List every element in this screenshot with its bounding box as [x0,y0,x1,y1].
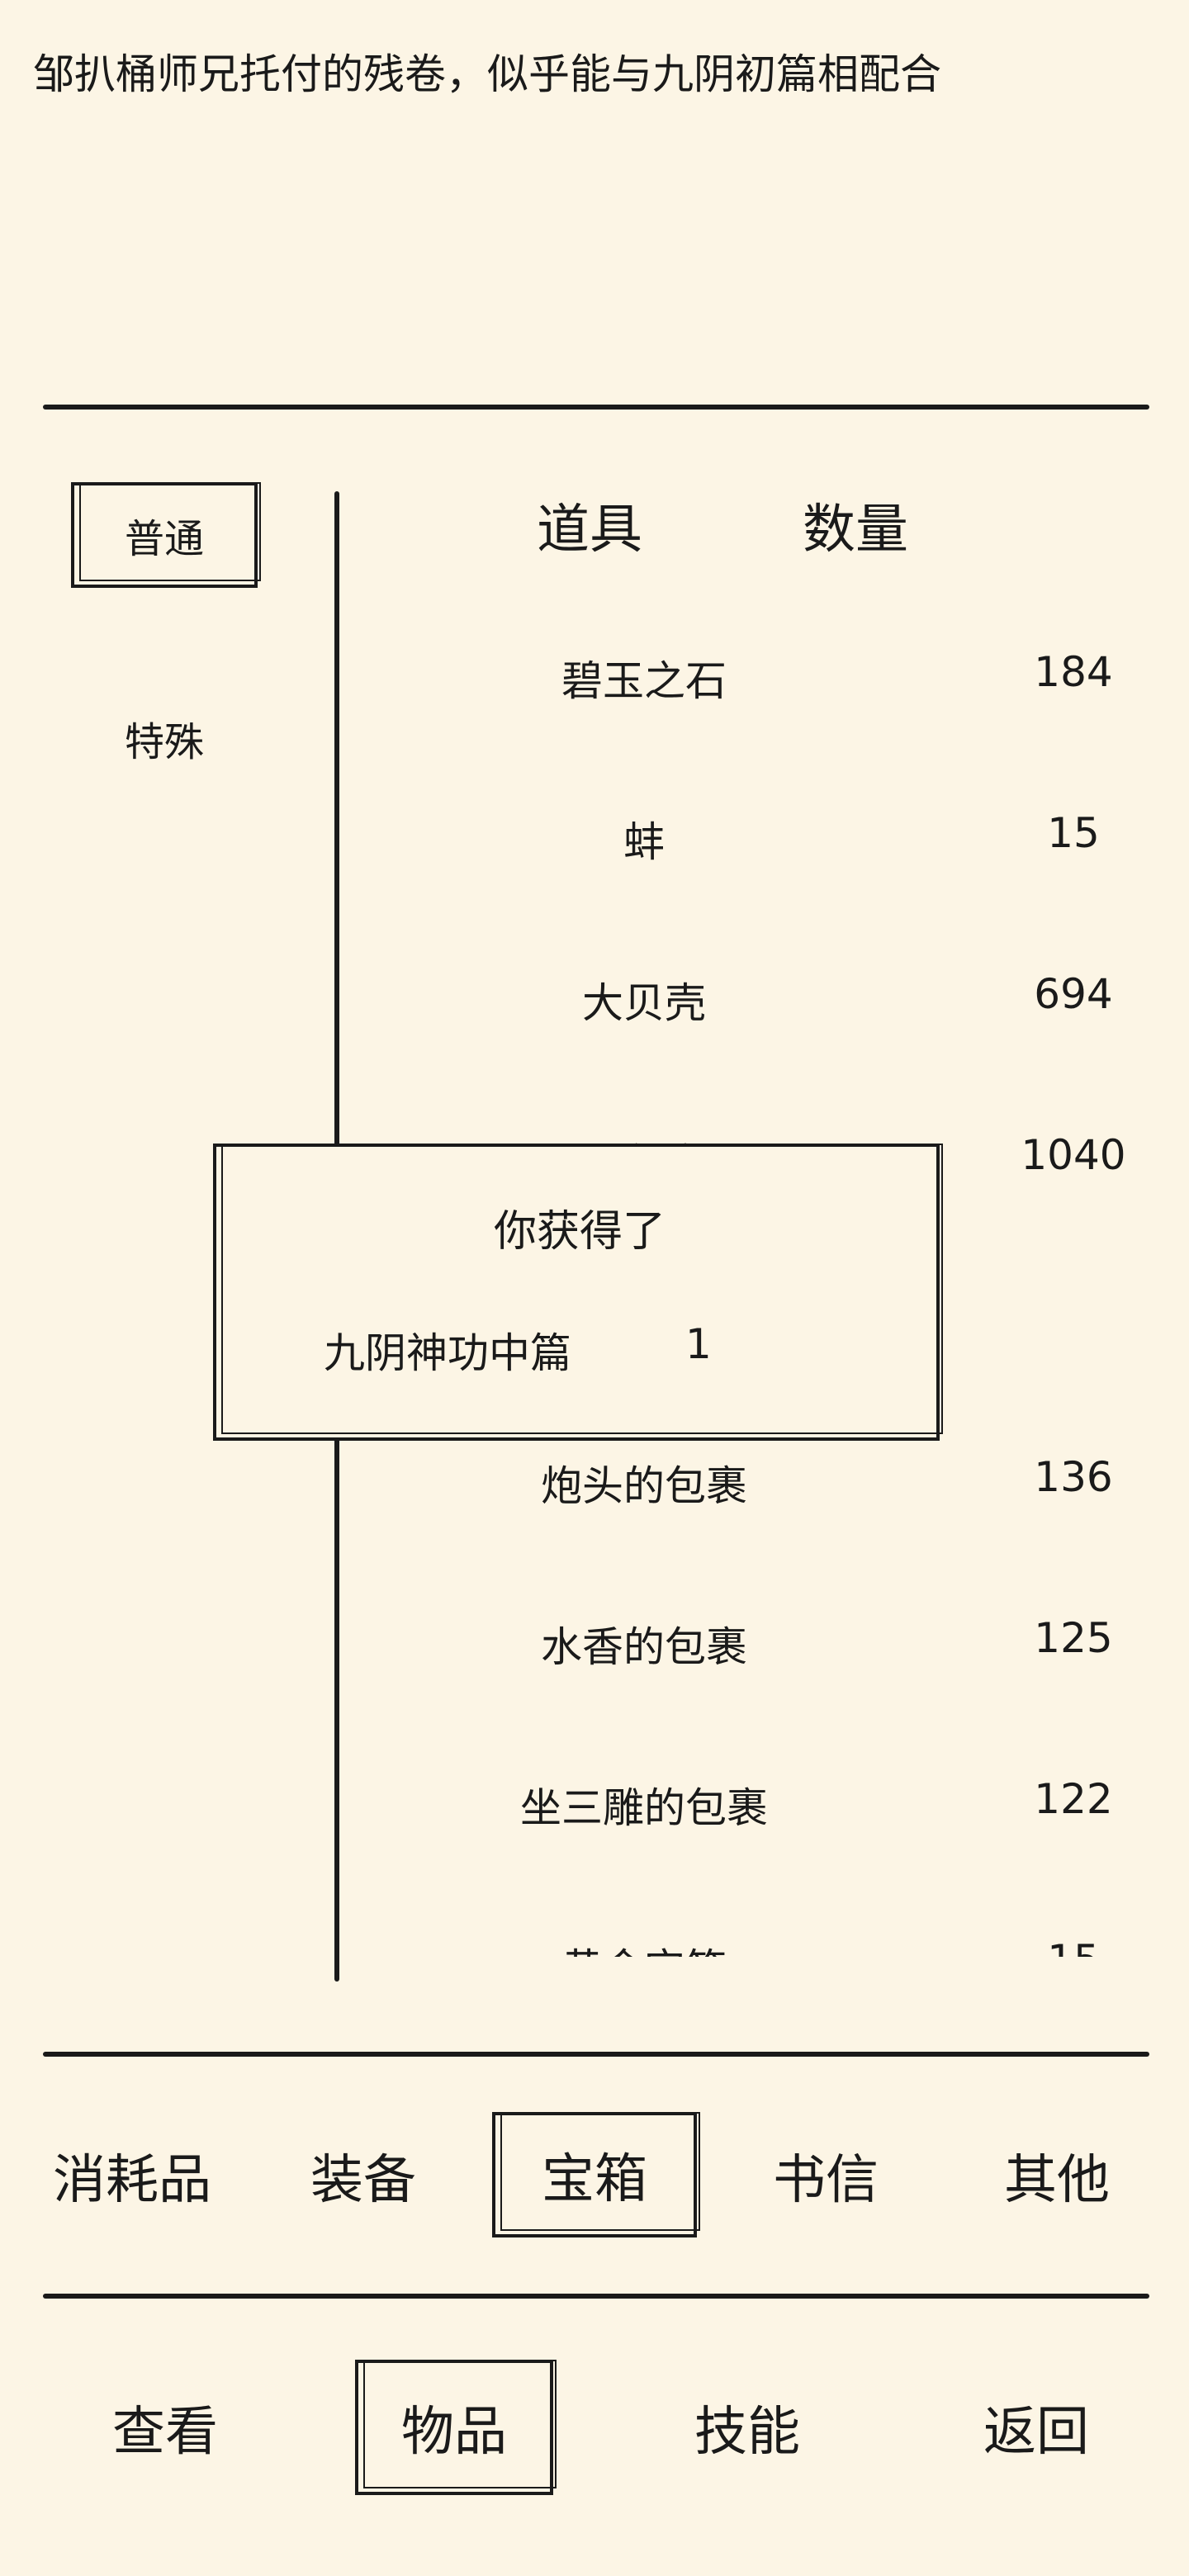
item-name: 蚌 [623,818,665,866]
list-item[interactable]: 水香的包裹 125 [347,1598,1189,1680]
nav-back-label: 返回 [983,2402,1089,2463]
item-name: 炮头的包裹 [541,1462,747,1510]
item-qty: 122 [1034,1775,1113,1823]
tab-consumables-label: 消耗品 [53,2150,211,2211]
tab-consumables[interactable]: 消耗品 [33,2114,231,2237]
subtab-normal-label: 普通 [124,516,204,562]
popup-title: 你获得了 [493,1207,666,1257]
item-qty: 1040 [1021,1131,1126,1179]
item-qty: 184 [1034,648,1113,696]
item-qty: 15 [1047,809,1100,857]
tab-letters-label: 书信 [773,2150,879,2211]
tab-others-label: 其他 [1004,2150,1110,2211]
item-name: 大贝壳 [582,979,706,1027]
tab-others[interactable]: 其他 [958,2114,1156,2237]
header-item: 道具 [537,500,642,561]
tab-treasure-chest[interactable]: 宝箱 [492,2112,700,2237]
subtab-normal[interactable]: 普通 [71,482,261,588]
list-item[interactable]: 大贝壳 694 [347,954,1189,1036]
subtab-special-label: 特殊 [124,719,204,765]
nav-view-label: 查看 [112,2402,218,2463]
item-name: 碧玉之石 [561,657,727,705]
tab-treasure-chest-label: 宝箱 [542,2149,647,2210]
item-qty: 125 [1034,1614,1113,1662]
subtab-special[interactable]: 特殊 [71,685,258,791]
middle-divider [43,2052,1149,2057]
reward-popup[interactable]: 你获得了 九阴神功中篇 1 [213,1144,943,1441]
nav-skills[interactable]: 技能 [648,2361,846,2493]
list-item[interactable]: 坐三雕的包裹 122 [347,1759,1189,1841]
list-item[interactable]: 碧玉之石 184 [347,632,1189,714]
bottom-divider [43,2294,1149,2299]
tab-equipment-label: 装备 [310,2150,416,2211]
list-item[interactable]: 黄金宝箱 15 [347,1920,1189,1957]
popup-item-qty: 1 [685,1320,712,1368]
item-name: 水香的包裹 [541,1623,747,1671]
nav-items-label: 物品 [401,2402,507,2463]
nav-back[interactable]: 返回 [937,2361,1135,2493]
nav-view[interactable]: 查看 [66,2361,264,2493]
popup-item-name: 九阴神功中篇 [324,1329,571,1377]
item-name: 黄金宝箱 [479,1936,809,1957]
list-item[interactable]: 蚌 15 [347,793,1189,875]
nav-items[interactable]: 物品 [355,2360,557,2495]
item-description: 邹扒桶师兄托付的残卷，似乎能与九阴初篇相配合 [33,50,941,98]
item-qty: 136 [1034,1453,1113,1501]
item-name: 坐三雕的包裹 [520,1784,768,1832]
tab-equipment[interactable]: 装备 [264,2114,462,2237]
item-qty: 694 [1034,970,1113,1018]
nav-skills-label: 技能 [694,2402,800,2463]
tab-letters[interactable]: 书信 [727,2114,925,2237]
item-qty: 15 [1007,1936,1139,1957]
list-item[interactable]: 炮头的包裹 136 [347,1437,1189,1519]
header-qty: 数量 [803,500,908,561]
top-divider [43,405,1149,410]
